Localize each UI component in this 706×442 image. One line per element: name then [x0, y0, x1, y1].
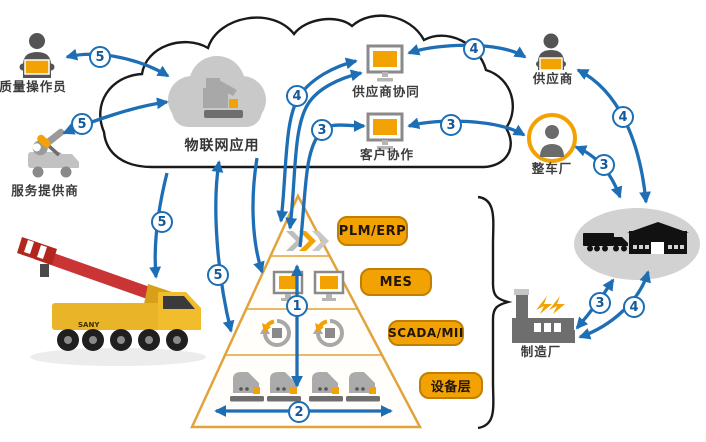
flow-badge-4: 4	[612, 106, 634, 128]
arrow-cloud-quality-operator	[65, 48, 170, 78]
supplier-collab-monitor-icon	[366, 44, 404, 82]
tier-label-device-layer: 设备层	[419, 372, 483, 399]
flow-badge-4: 4	[286, 85, 308, 107]
lightning-icon	[549, 296, 565, 314]
flow-badge-5: 5	[71, 113, 93, 135]
warehouse-icon	[627, 222, 689, 254]
flow-badge-2: 2	[288, 401, 310, 423]
tier-label-scada-mii: SCADA/MII	[388, 320, 464, 346]
manufacturing-plant-label: 制造厂	[520, 344, 562, 359]
service-truck-icon	[28, 152, 79, 178]
iot-cloud-icon	[168, 56, 266, 127]
flow-badge-5: 5	[207, 264, 229, 286]
customer-collab-label: 客户协作	[359, 147, 415, 162]
crane-truck-photo: SANY	[17, 237, 206, 366]
machine-icon	[309, 372, 343, 402]
quality-operator-label: 质量操作员	[0, 79, 67, 94]
machine-icon	[230, 372, 264, 402]
supplier-label: 供应商	[532, 71, 574, 86]
crane-brand-text: SANY	[78, 321, 100, 329]
arrow-pyramid-supplier-collab-b	[285, 69, 363, 230]
flow-badge-5: 5	[151, 211, 173, 233]
flow-badge-3: 3	[440, 114, 462, 136]
screwdriver-icon	[37, 134, 61, 157]
arrow-logistics-factory-4	[578, 270, 651, 340]
factory-icon	[512, 289, 575, 343]
flow-badge-1: 1	[286, 295, 308, 317]
service-provider-label: 服务提供商	[11, 183, 79, 198]
supplier-collab-label: 供应商协同	[352, 84, 420, 99]
oem-plant-icon	[527, 113, 577, 163]
arrow-cloud-mes	[251, 157, 265, 274]
customer-collab-monitor-icon	[366, 112, 404, 150]
flow-badge-4: 4	[463, 38, 485, 60]
lightning-icon	[536, 296, 552, 314]
arrow-cloud-site	[211, 160, 235, 333]
flow-badge-4: 4	[623, 296, 645, 318]
quality-operator-person-icon	[19, 33, 55, 78]
iot-cloud-label: 物联网应用	[184, 138, 260, 154]
flow-badge-3: 3	[589, 292, 611, 314]
brace-shape	[477, 195, 513, 430]
flow-badge-5: 5	[89, 46, 111, 68]
machine-icon	[346, 372, 380, 402]
sync-cycle-icon	[313, 319, 344, 347]
truck-icon	[583, 233, 628, 252]
tier-label-mes: MES	[360, 268, 432, 296]
flow-badge-3: 3	[593, 154, 615, 176]
tier-label-plm-erp: PLM/ERP	[337, 216, 408, 246]
sync-cycle-icon	[260, 319, 291, 347]
flow-badge-3: 3	[311, 119, 333, 141]
mes-monitor-icon	[313, 270, 345, 301]
machine-icon	[267, 372, 301, 402]
arrow-collab-oem	[407, 117, 526, 137]
oem-plant-label: 整车厂	[531, 161, 573, 176]
supplier-person-icon	[536, 33, 566, 71]
